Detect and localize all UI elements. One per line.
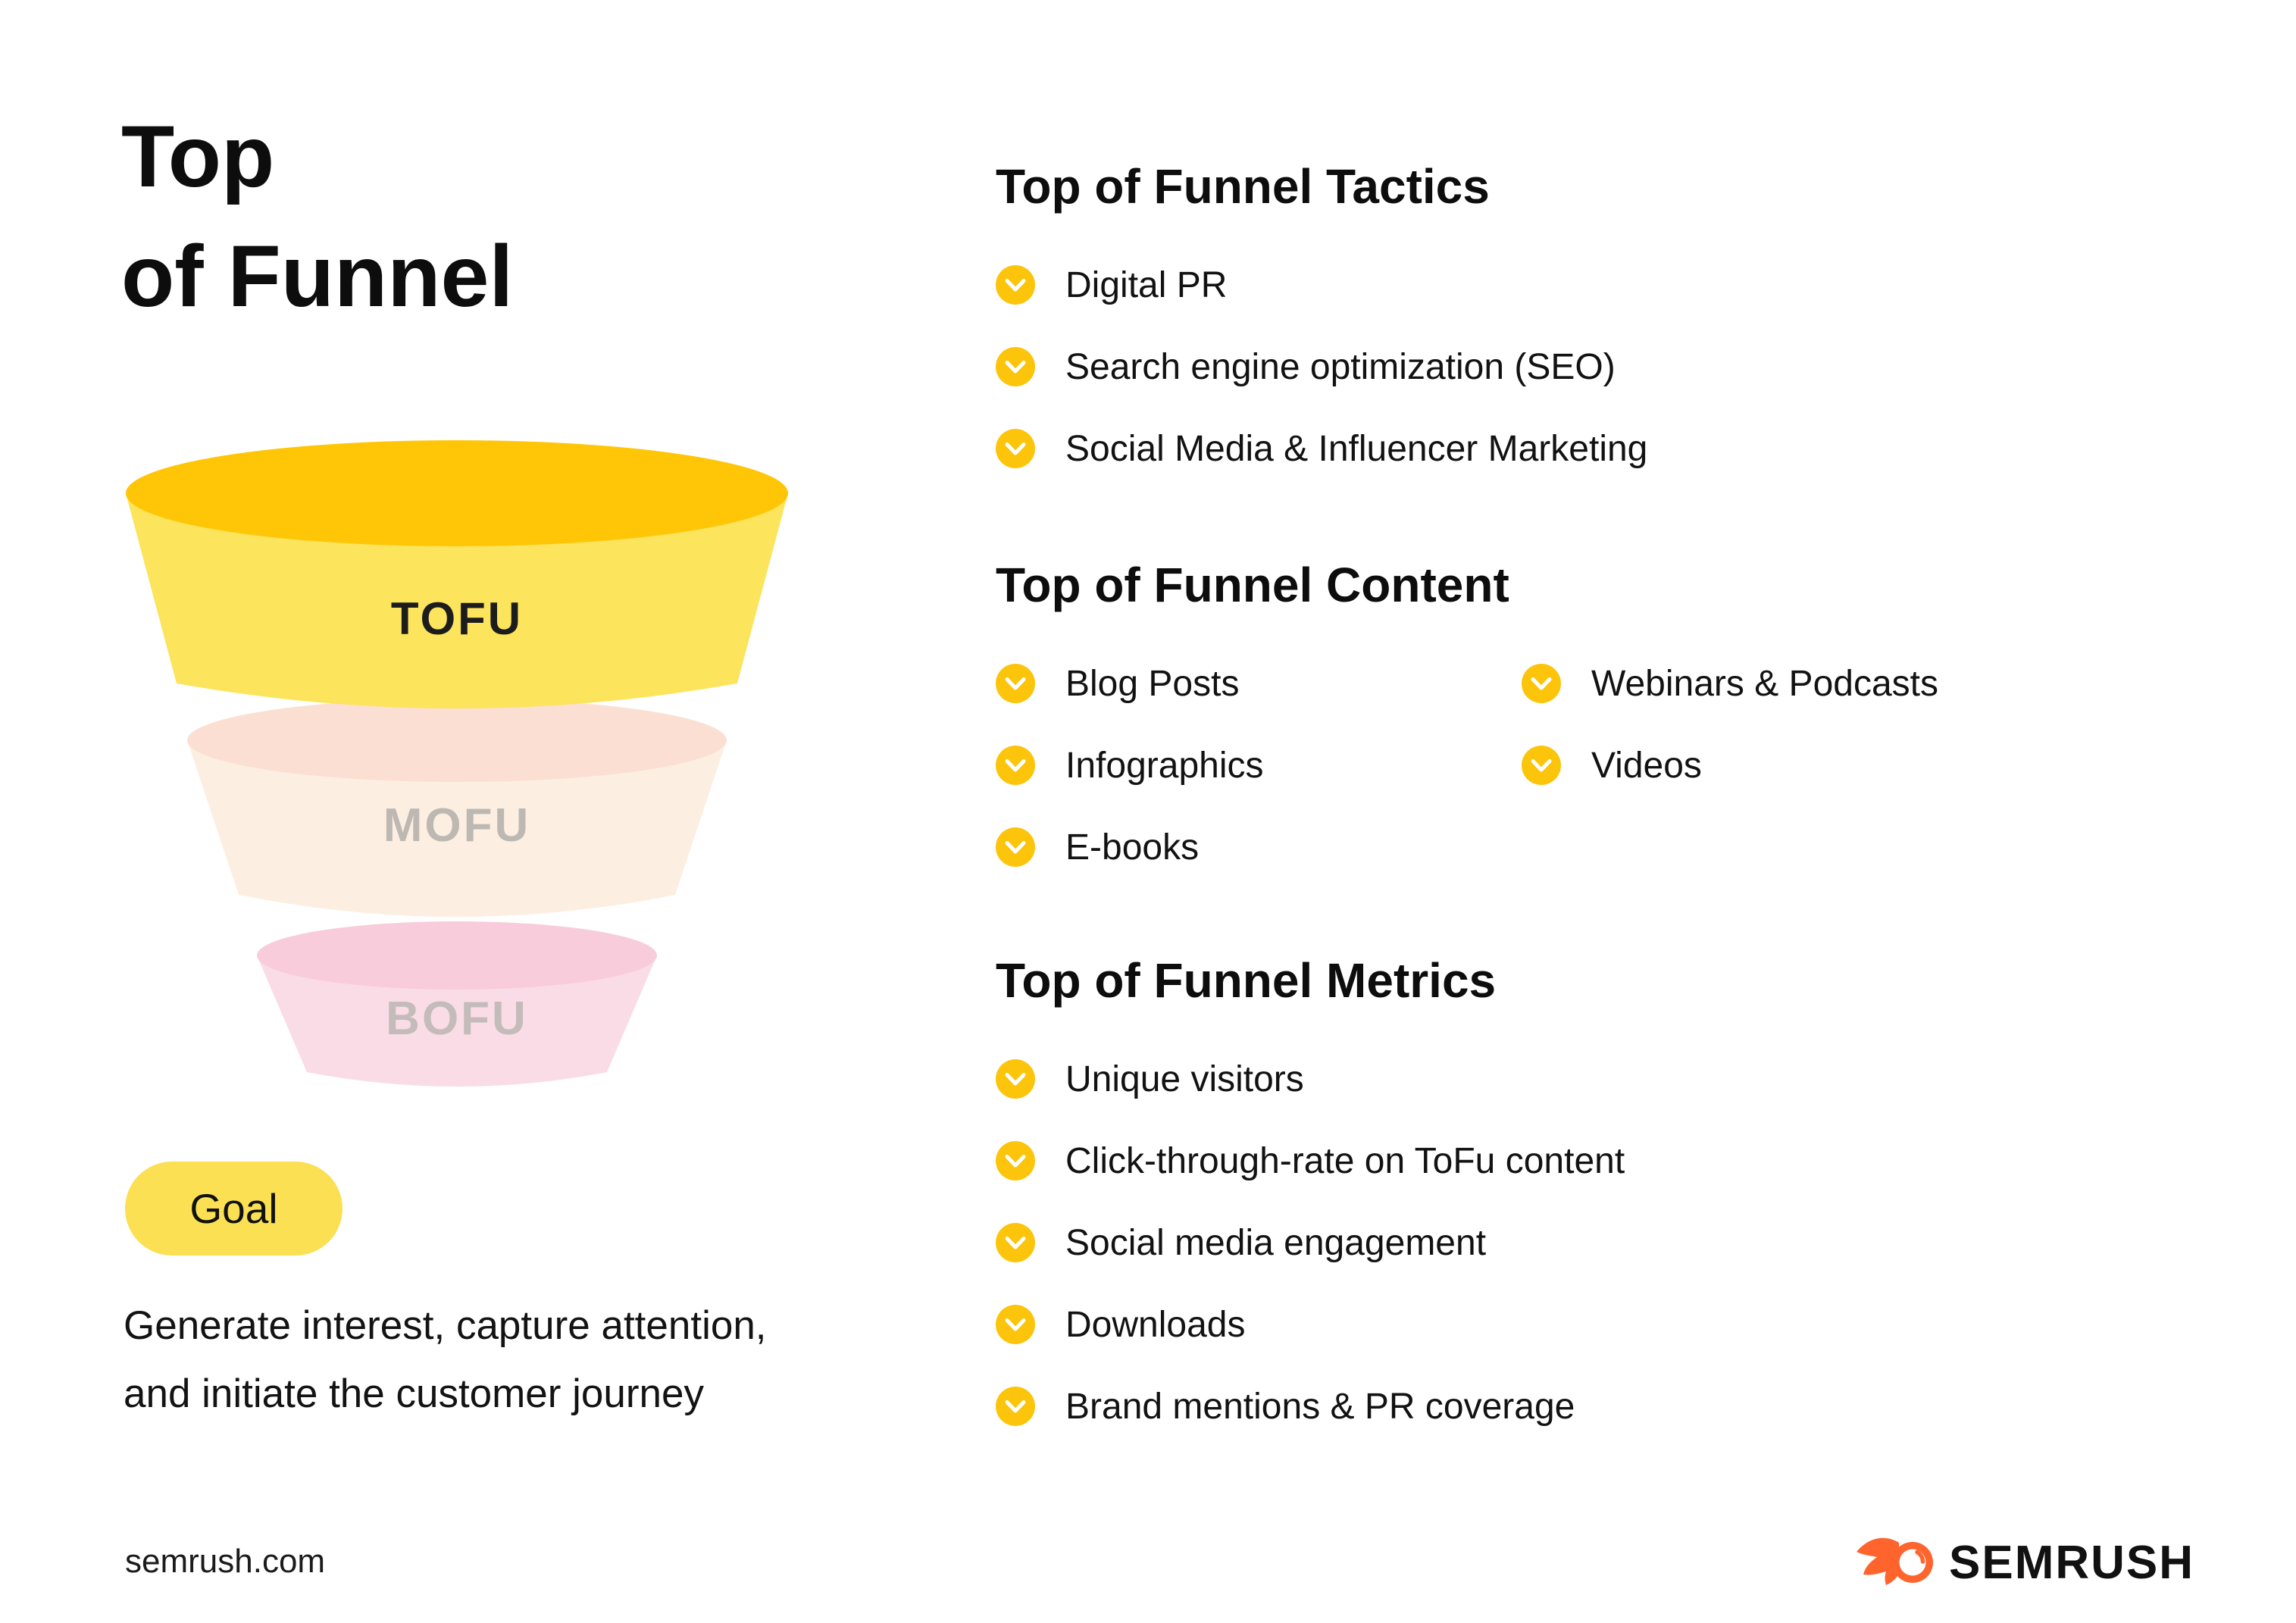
funnel-stage-tofu-top [126, 440, 788, 546]
funnel-stage-mofu-body [187, 740, 727, 917]
check-icon [996, 1305, 1035, 1344]
funnel-diagram: TOFU MOFU BOFU [126, 440, 788, 1087]
list-item-label: Infographics [1065, 745, 1264, 786]
list-item: Downloads [996, 1284, 2246, 1365]
content-column-2: Webinars & Podcasts Videos [1522, 643, 1938, 806]
list-item-label: Blog Posts [1065, 663, 1240, 704]
check-icon [996, 429, 1035, 468]
goal-description-line-1: Generate interest, capture attention, [124, 1303, 767, 1348]
check-icon [1522, 746, 1561, 785]
check-icon [996, 265, 1035, 305]
goal-description-line-2: and initiate the customer journey [124, 1371, 704, 1416]
section-metrics: Top of Funnel Metrics Unique visitors Cl… [996, 950, 2246, 1447]
content-column-1: Blog Posts Infographics E-books [996, 643, 1264, 888]
funnel-stage-mofu-top [187, 699, 727, 782]
funnel-label-tofu: TOFU [391, 593, 523, 644]
list-item: Blog Posts [996, 643, 1264, 724]
list-item: Click-through-rate on ToFu content [996, 1120, 2246, 1202]
list-item-label: Unique visitors [1065, 1059, 1304, 1099]
list-item-label: Videos [1591, 745, 1702, 786]
check-icon [1522, 664, 1561, 703]
section-content: Top of Funnel Content Blog Posts Infogra… [996, 555, 2246, 868]
list-item: Videos [1522, 724, 1938, 806]
section-metrics-heading: Top of Funnel Metrics [996, 953, 1497, 1008]
list-item: Search engine optimization (SEO) [996, 326, 2246, 408]
check-icon [996, 746, 1035, 785]
check-icon [996, 1223, 1035, 1262]
section-tactics: Top of Funnel Tactics Digital PR Search … [996, 156, 2246, 489]
funnel-label-bofu: BOFU [386, 993, 528, 1045]
website-url: semrush.com [125, 1543, 326, 1580]
check-icon [996, 664, 1035, 703]
list-item: Webinars & Podcasts [1522, 643, 1938, 724]
goal-badge: Goal [125, 1162, 343, 1256]
list-item-label: Webinars & Podcasts [1591, 663, 1938, 704]
goal-badge-label: Goal [189, 1185, 278, 1232]
goal-description: Generate interest, capture attention, and… [124, 1292, 995, 1428]
list-item-label: E-books [1065, 827, 1200, 868]
list-item-label: Social media engagement [1065, 1222, 1487, 1263]
funnel-stage-bofu-top [257, 921, 657, 990]
check-icon [996, 347, 1035, 386]
list-item-label: Social Media & Influencer Marketing [1065, 428, 1648, 469]
list-item-label: Search engine optimization (SEO) [1065, 346, 1616, 387]
title-line-2: of Funnel [121, 228, 514, 325]
check-icon [996, 1059, 1035, 1099]
semrush-logo-text: SEMRUSH [1949, 1536, 2195, 1589]
list-item: Digital PR [996, 244, 2246, 326]
list-item: Infographics [996, 724, 1264, 806]
list-item: E-books [996, 806, 1264, 888]
list-item-label: Downloads [1065, 1304, 1246, 1345]
section-tactics-heading: Top of Funnel Tactics [996, 159, 1490, 214]
list-item-label: Digital PR [1065, 264, 1228, 305]
semrush-flame-icon [1857, 1537, 1933, 1585]
list-item-label: Brand mentions & PR coverage [1065, 1386, 1575, 1427]
semrush-logo: SEMRUSH [1855, 1532, 2194, 1593]
list-item: Social media engagement [996, 1202, 2246, 1284]
check-icon [996, 827, 1035, 867]
funnel-label-mofu: MOFU [383, 799, 531, 852]
check-icon [996, 1387, 1035, 1426]
check-icon [996, 1141, 1035, 1181]
list-item: Social Media & Influencer Marketing [996, 408, 2246, 489]
page-title: Top of Funnel [121, 97, 513, 336]
funnel-stage-bofu-body [257, 955, 657, 1087]
funnel-stage-tofu-body [126, 493, 788, 708]
list-item: Brand mentions & PR coverage [996, 1365, 2246, 1447]
list-item: Unique visitors [996, 1038, 2246, 1120]
list-item-label: Click-through-rate on ToFu content [1065, 1140, 1625, 1181]
title-line-1: Top [121, 108, 275, 205]
section-content-heading: Top of Funnel Content [996, 558, 1509, 612]
